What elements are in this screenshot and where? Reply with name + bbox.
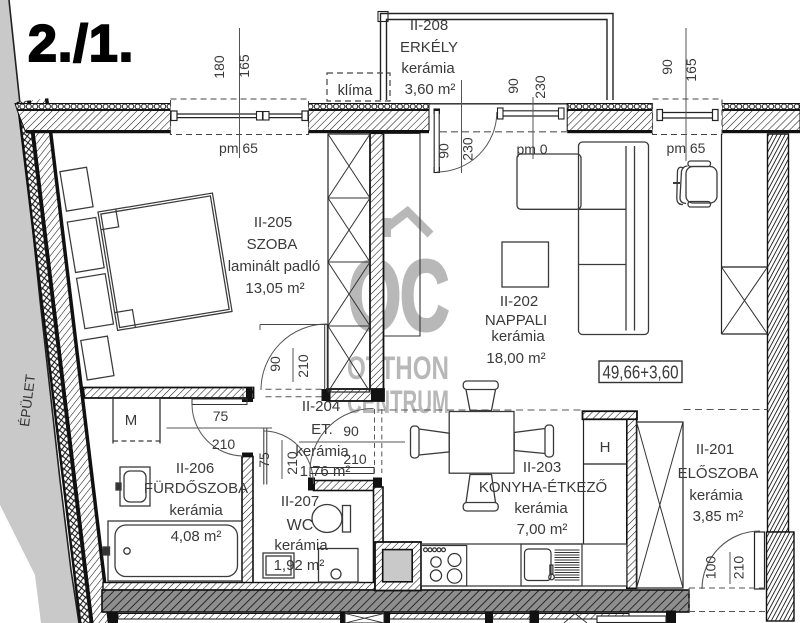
svg-text:kerámia: kerámia <box>401 60 455 77</box>
svg-text:90: 90 <box>343 423 359 439</box>
svg-text:230: 230 <box>460 137 476 161</box>
svg-text:210: 210 <box>212 436 236 452</box>
svg-text:pm 65: pm 65 <box>219 140 258 156</box>
svg-text:II-207: II-207 <box>281 493 319 510</box>
svg-text:230: 230 <box>532 75 548 99</box>
svg-text:kerámia: kerámia <box>169 502 223 519</box>
svg-text:165: 165 <box>236 54 252 78</box>
svg-text:1,76 m²: 1,76 m² <box>300 463 351 480</box>
svg-text:kerámia: kerámia <box>514 500 568 517</box>
svg-text:kerámia: kerámia <box>491 328 545 345</box>
svg-text:100: 100 <box>703 556 719 580</box>
svg-text:90: 90 <box>505 78 521 94</box>
svg-text:pm 65: pm 65 <box>667 140 706 156</box>
svg-text:75: 75 <box>256 452 272 468</box>
svg-text:3,85 m²: 3,85 m² <box>693 508 744 525</box>
svg-text:2./1.: 2./1. <box>28 15 134 73</box>
svg-text:FÜRDŐSZOBA: FÜRDŐSZOBA <box>144 479 248 497</box>
svg-text:kerámia: kerámia <box>295 443 349 460</box>
svg-text:OTTHON: OTTHON <box>347 350 449 386</box>
svg-text:kerámia: kerámia <box>689 487 743 504</box>
svg-text:1,92 m²: 1,92 m² <box>274 557 325 574</box>
svg-text:II-204: II-204 <box>302 398 340 415</box>
svg-text:90: 90 <box>659 59 675 75</box>
svg-text:210: 210 <box>284 451 300 475</box>
svg-text:II-206: II-206 <box>176 460 214 477</box>
svg-text:90: 90 <box>267 356 283 372</box>
svg-text:NAPPALI: NAPPALI <box>485 312 547 329</box>
svg-text:210: 210 <box>343 451 367 467</box>
svg-text:II-202: II-202 <box>500 293 538 310</box>
svg-text:H: H <box>600 439 611 456</box>
svg-text:kerámia: kerámia <box>274 537 328 554</box>
svg-text:90: 90 <box>436 143 452 159</box>
svg-text:3,60 m²: 3,60 m² <box>405 81 456 98</box>
svg-text:SZOBA: SZOBA <box>247 236 298 253</box>
svg-text:165: 165 <box>683 58 699 82</box>
svg-text:ÉPÜLET: ÉPÜLET <box>17 373 38 427</box>
svg-text:klíma: klíma <box>338 83 374 99</box>
svg-text:7,00 m²: 7,00 m² <box>517 521 568 538</box>
svg-text:180: 180 <box>211 55 227 79</box>
svg-text:II-208: II-208 <box>410 17 448 34</box>
svg-text:WC: WC <box>287 517 314 534</box>
svg-text:laminált padló: laminált padló <box>228 258 321 275</box>
svg-text:KONYHA-ÉTKEZŐ: KONYHA-ÉTKEZŐ <box>479 479 607 496</box>
svg-text:75: 75 <box>213 408 229 424</box>
svg-text:210: 210 <box>731 556 747 580</box>
svg-text:II-205: II-205 <box>254 214 292 231</box>
svg-text:ERKÉLY: ERKÉLY <box>400 39 458 56</box>
svg-text:II-203: II-203 <box>523 459 561 476</box>
svg-text:ELŐSZOBA: ELŐSZOBA <box>678 465 759 482</box>
svg-text:4,08 m²: 4,08 m² <box>171 528 222 545</box>
svg-text:13,05 m²: 13,05 m² <box>245 280 304 297</box>
svg-text:II-201: II-201 <box>696 441 734 458</box>
svg-text:pm 0: pm 0 <box>516 141 547 157</box>
svg-text:OC: OC <box>348 240 448 352</box>
svg-text:ET.: ET. <box>311 421 333 438</box>
svg-text:49,66+3,60: 49,66+3,60 <box>603 363 679 383</box>
svg-text:M: M <box>125 412 138 429</box>
svg-text:210: 210 <box>295 354 311 378</box>
svg-text:18,00 m²: 18,00 m² <box>486 350 545 367</box>
